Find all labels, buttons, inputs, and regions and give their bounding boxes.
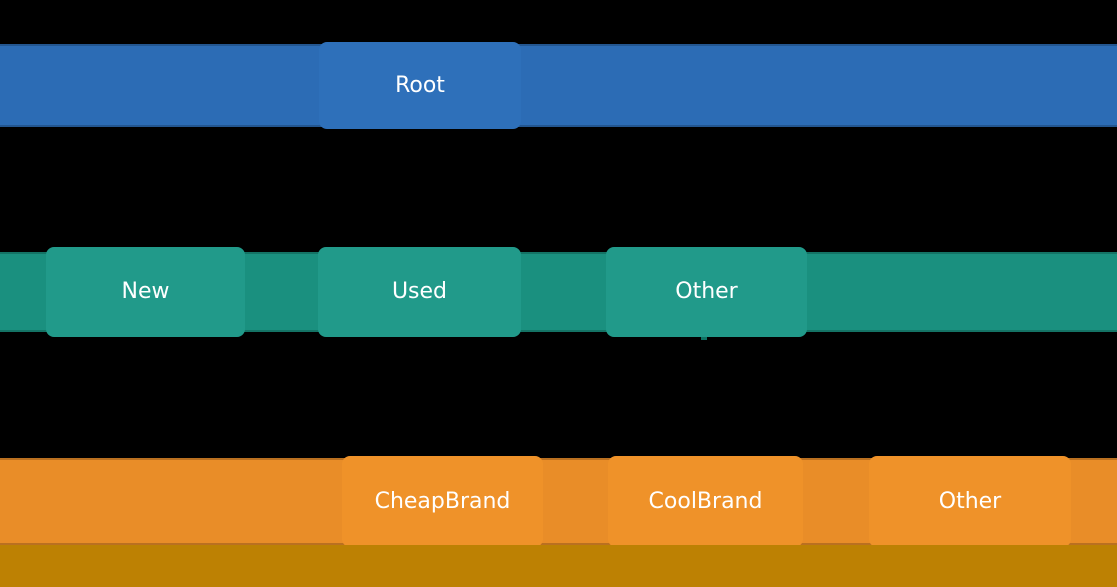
connector-stub — [701, 337, 707, 340]
node-label: New — [121, 279, 170, 304]
node-label: Other — [938, 488, 1002, 514]
node-label: Used — [391, 279, 448, 304]
node-d0-root[interactable]: Root — [319, 42, 521, 129]
node-d2-coolbrand[interactable]: CoolBrand — [608, 456, 803, 547]
node-d1-other[interactable]: Other — [606, 247, 807, 337]
node-d1-used[interactable]: Used — [318, 247, 521, 337]
node-d2-other[interactable]: Other — [869, 456, 1071, 547]
baseline-strip — [0, 545, 1117, 587]
level-0-bar — [0, 44, 1117, 127]
node-label: CoolBrand — [648, 488, 763, 514]
node-label: Root — [395, 72, 445, 98]
node-label: Other — [675, 279, 738, 304]
node-d1-new[interactable]: New — [46, 247, 245, 337]
node-label: CheapBrand — [374, 488, 511, 514]
node-d2-cheapbrand[interactable]: CheapBrand — [342, 456, 543, 547]
